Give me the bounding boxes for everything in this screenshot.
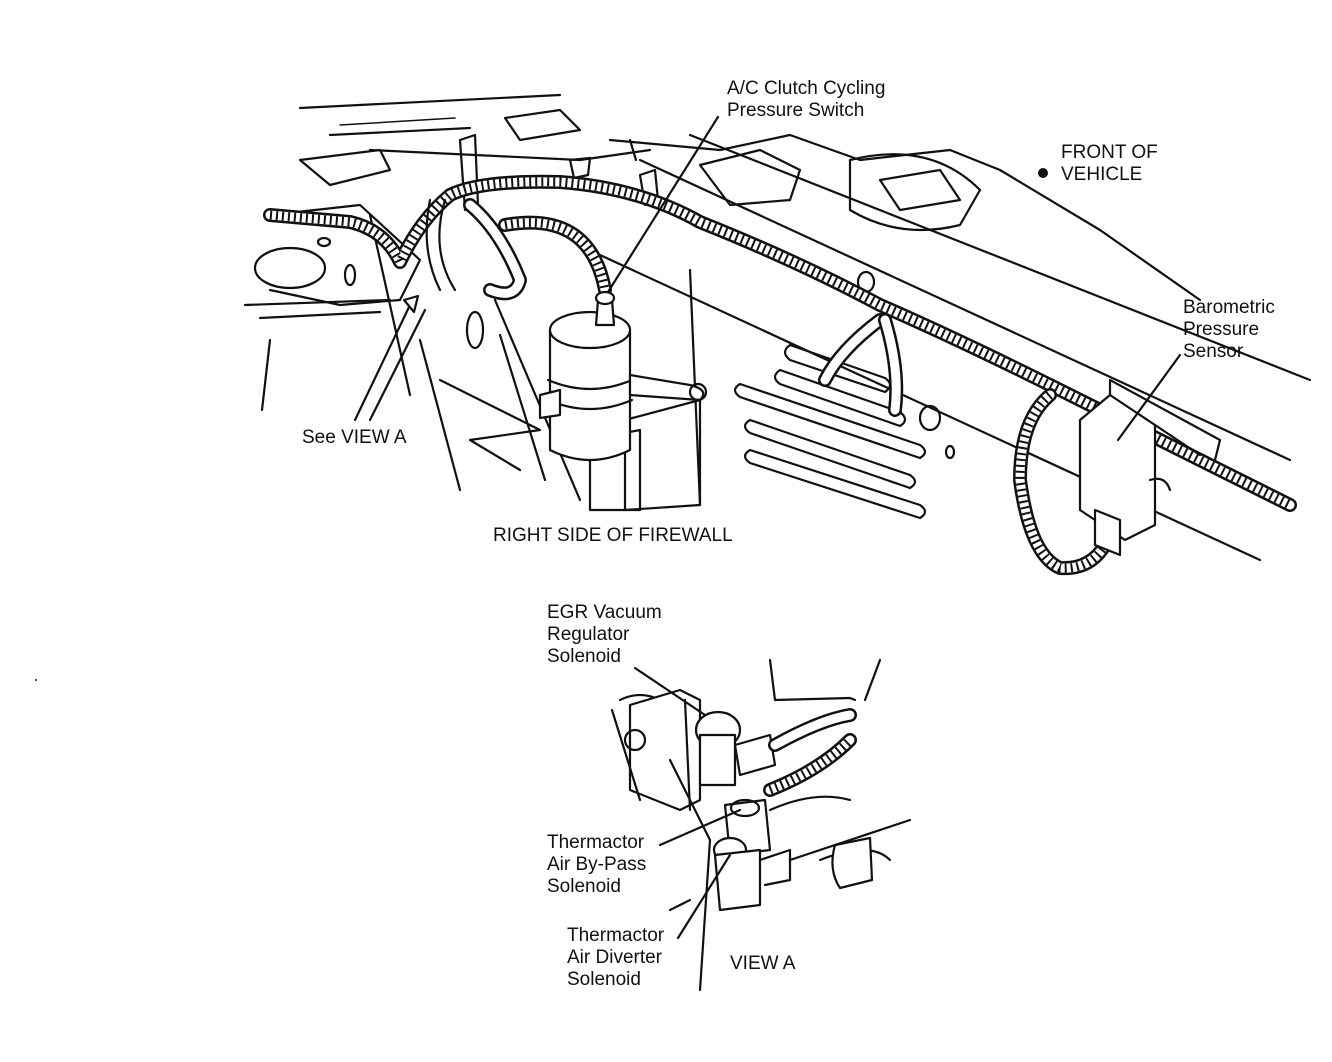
label-view-a: VIEW A xyxy=(730,953,796,974)
label-front-of-vehicle-line2: VEHICLE xyxy=(1061,164,1143,185)
front-direction-dot xyxy=(1038,168,1048,178)
label-front-of-vehicle: FRONT OF VEHICLE xyxy=(1061,142,1158,186)
view-a-detail xyxy=(610,658,912,992)
label-barometric-sensor-line2: Pressure xyxy=(1183,319,1260,340)
firewall-body-outline xyxy=(243,93,1312,562)
label-thermactor-bypass-line1: Thermactor xyxy=(547,832,645,853)
label-ac-clutch-switch: A/C Clutch Cycling Pressure Switch xyxy=(727,78,885,122)
leader-lines-view-a xyxy=(633,666,742,940)
label-barometric-sensor: Barometric Pressure Sensor xyxy=(1183,297,1275,363)
label-ac-clutch-switch-line2: Pressure Switch xyxy=(727,100,865,121)
wiring-harness xyxy=(263,174,1297,576)
label-egr-solenoid: EGR Vacuum Regulator Solenoid xyxy=(547,602,662,668)
label-egr-solenoid-line3: Solenoid xyxy=(547,646,621,667)
label-thermactor-bypass-line2: Air By-Pass xyxy=(547,854,647,875)
label-barometric-sensor-line1: Barometric xyxy=(1183,297,1275,318)
label-egr-solenoid-line2: Regulator xyxy=(547,624,630,645)
label-barometric-sensor-line3: Sensor xyxy=(1183,341,1244,362)
label-thermactor-diverter-line2: Air Diverter xyxy=(567,947,663,968)
label-ac-clutch-switch-line1: A/C Clutch Cycling xyxy=(727,78,886,99)
label-thermactor-diverter-line3: Solenoid xyxy=(567,969,641,990)
ac-accumulator xyxy=(538,290,708,462)
label-right-side-firewall: RIGHT SIDE OF FIREWALL xyxy=(493,525,733,546)
label-egr-solenoid-line1: EGR Vacuum xyxy=(547,602,662,623)
barometric-pressure-sensor xyxy=(1078,378,1222,557)
label-thermactor-diverter-line1: Thermactor xyxy=(567,925,665,946)
label-thermactor-diverter: Thermactor Air Diverter Solenoid xyxy=(567,925,664,991)
label-front-of-vehicle-line1: FRONT OF xyxy=(1061,142,1158,163)
label-thermactor-bypass: Thermactor Air By-Pass Solenoid xyxy=(547,832,646,898)
label-thermactor-bypass-line3: Solenoid xyxy=(547,876,621,897)
leader-lines-upper xyxy=(353,115,1182,442)
label-see-view-a: See VIEW A xyxy=(302,427,407,448)
